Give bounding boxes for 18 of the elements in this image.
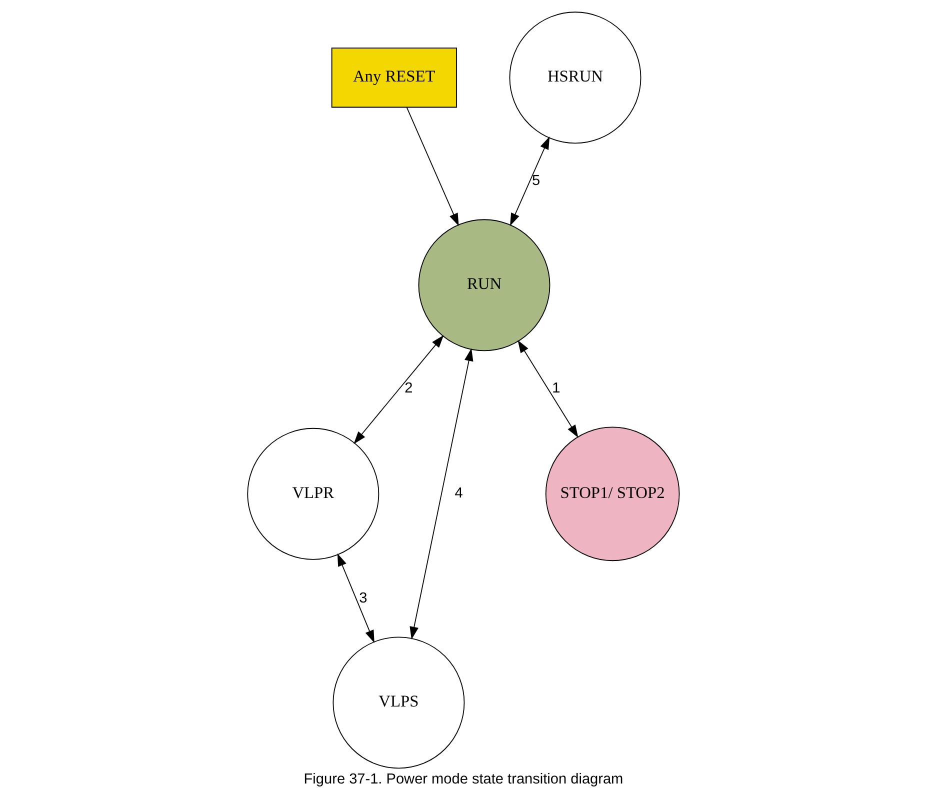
- arrow: [336, 553, 374, 643]
- edge-label: 4: [454, 485, 462, 502]
- arrow: [353, 335, 444, 444]
- arrow: [406, 107, 458, 226]
- edge-label: 3: [358, 590, 367, 606]
- node-circle: VLPS: [332, 636, 464, 769]
- node-box: Any RESET: [330, 48, 456, 108]
- arrow: [409, 348, 473, 640]
- edge-label: 5: [532, 172, 540, 189]
- node-circle: RUN: [418, 219, 550, 352]
- arrow: [517, 340, 578, 438]
- caption: Figure 37-1. Power mode state transition diagram: [303, 771, 623, 788]
- node-circle: STOP1/ STOP2: [544, 426, 680, 562]
- edge-label: 1: [552, 380, 560, 396]
- edge-label: 2: [404, 380, 412, 396]
- node-circle: HSRUN: [508, 12, 641, 144]
- node-circle: VLPR: [246, 428, 379, 560]
- arrow: [510, 136, 550, 226]
